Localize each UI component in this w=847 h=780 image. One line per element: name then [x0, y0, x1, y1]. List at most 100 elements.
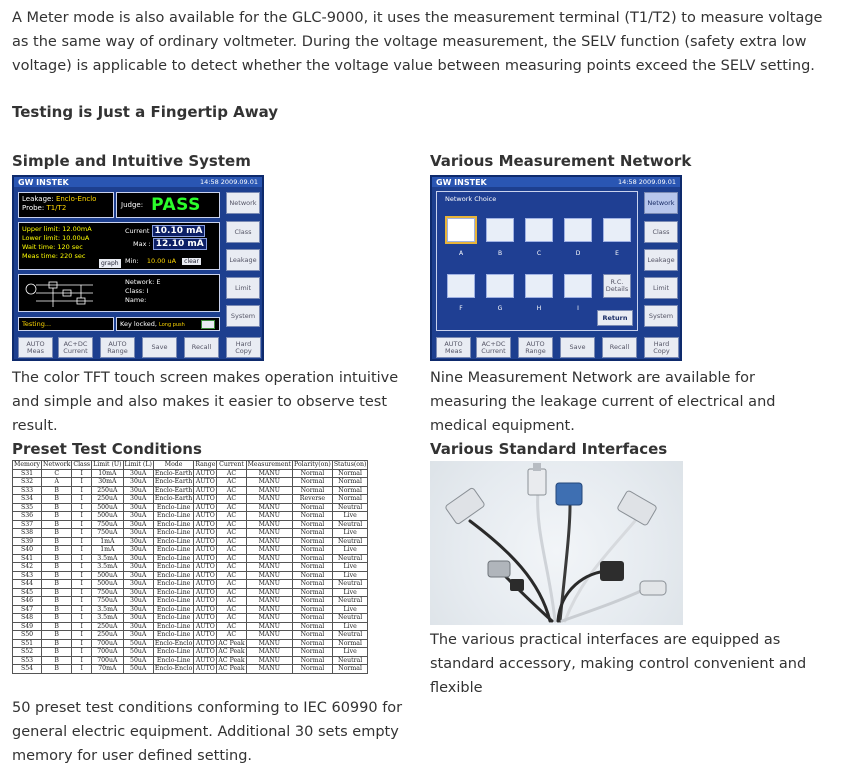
bottom-button-save[interactable]: Save	[560, 337, 595, 358]
table-cell: S47	[11, 604, 43, 614]
table-cell: S52	[11, 647, 43, 657]
network-panel: Network: E Class: I Name:	[18, 274, 220, 312]
lock-icon[interactable]	[201, 320, 215, 329]
side-button-limit[interactable]: Limit	[226, 277, 260, 299]
table-cell: B	[41, 664, 73, 674]
network-option-h[interactable]	[525, 274, 553, 298]
bottom-button-recall[interactable]: Recall	[184, 337, 219, 358]
table-cell: Neutral	[331, 630, 369, 640]
table-cell: AUTO	[193, 477, 218, 487]
table-cell: 3.5mA	[91, 562, 124, 572]
bottom-button-acdc-current[interactable]: AC+DC Current	[476, 337, 511, 358]
side-button-leakage[interactable]: Leakage	[644, 249, 678, 271]
table-cell: Normal	[292, 604, 333, 614]
table-cell: AC	[216, 494, 247, 504]
table-cell: 30uA	[122, 621, 154, 631]
table-cell: Neutral	[331, 553, 369, 563]
table-cell: S33	[11, 485, 43, 495]
side-button-system[interactable]: System	[226, 305, 260, 327]
table-cell: Enclo-Enclo	[152, 638, 195, 648]
heading-standard-interfaces: Various Standard Interfaces	[430, 440, 668, 458]
table-cell: I	[71, 604, 93, 614]
network-option-e[interactable]	[603, 218, 631, 242]
table-cell: Neutral	[331, 579, 369, 589]
side-button-limit[interactable]: Limit	[644, 277, 678, 299]
network-option-g[interactable]	[486, 274, 514, 298]
table-cell: Normal	[292, 638, 333, 648]
graph-button[interactable]: graph	[99, 259, 121, 268]
table-cell: AC	[216, 596, 247, 606]
network-label-c: C	[536, 250, 542, 257]
side-button-class[interactable]: Class	[644, 221, 678, 243]
table-cell: MANU	[245, 587, 294, 597]
rc-details-button[interactable]: R.C. Details	[603, 274, 631, 298]
bottom-button-hard-copy[interactable]: Hard Copy	[644, 337, 679, 358]
network-option-b[interactable]	[486, 218, 514, 242]
bottom-button-save[interactable]: Save	[142, 337, 177, 358]
clear-button[interactable]: clear	[182, 258, 201, 265]
table-cell: Normal	[292, 485, 333, 495]
table-cell: Normal	[331, 638, 369, 648]
table-cell: AC	[216, 519, 247, 529]
table-cell: 30uA	[122, 630, 154, 640]
table-cell: I	[71, 570, 93, 580]
network-choice-panel: Network Choice A B C D E R.C. Details F …	[436, 191, 638, 331]
network-option-i[interactable]	[564, 274, 592, 298]
side-button-class[interactable]: Class	[226, 221, 260, 243]
table-cell: B	[41, 545, 73, 555]
table-cell: Enclo-Line	[152, 604, 195, 614]
table-cell: MANU	[245, 519, 294, 529]
return-button[interactable]: Return	[597, 310, 633, 326]
limits-panel: Upper limit: 12.00mA Lower limit: 10.00u…	[18, 222, 220, 270]
table-cell: 30uA	[122, 613, 154, 623]
table-cell: S35	[11, 502, 43, 512]
bottom-button-auto-range[interactable]: AUTO Range	[518, 337, 553, 358]
table-cell: I	[71, 536, 93, 546]
bottom-button-recall[interactable]: Recall	[602, 337, 637, 358]
table-cell: Live	[331, 587, 369, 597]
table-cell: AC	[216, 621, 247, 631]
table-cell: Neutral	[331, 536, 369, 546]
min-label: Min:	[125, 257, 139, 265]
table-cell: AUTO	[193, 630, 218, 640]
table-cell: B	[41, 630, 73, 640]
column-header: Polarity(on)	[292, 460, 333, 470]
bottom-button-auto-range[interactable]: AUTO Range	[100, 337, 135, 358]
table-cell: Normal	[292, 587, 333, 597]
table-cell: S34	[11, 494, 43, 504]
table-cell: I	[71, 638, 93, 648]
network-option-a[interactable]	[445, 216, 477, 244]
table-cell: Normal	[292, 502, 333, 512]
table-cell: S40	[11, 545, 43, 555]
table-cell: S43	[11, 570, 43, 580]
side-button-leakage[interactable]: Leakage	[226, 249, 260, 271]
table-cell: 30uA	[122, 536, 154, 546]
side-button-network[interactable]: Network	[644, 192, 678, 214]
table-cell: I	[71, 468, 93, 478]
network-option-f[interactable]	[447, 274, 475, 298]
table-cell: I	[71, 647, 93, 657]
network-option-c[interactable]	[525, 218, 553, 242]
network-label-a: A	[458, 250, 464, 257]
bottom-button-auto-meas[interactable]: AUTO Meas	[436, 337, 471, 358]
table-cell: B	[41, 570, 73, 580]
bottom-button-hard-copy[interactable]: Hard Copy	[226, 337, 261, 358]
table-cell: I	[71, 545, 93, 555]
bottom-button-acdc-current[interactable]: AC+DC Current	[58, 337, 93, 358]
table-cell: 70mA	[91, 664, 124, 674]
table-cell: Normal	[292, 596, 333, 606]
side-button-system[interactable]: System	[644, 305, 678, 327]
table-cell: I	[71, 587, 93, 597]
side-button-network[interactable]: Network	[226, 192, 260, 214]
device-screen-measurement: GW INSTEK 14:58 2009.09.01 Leakage: Encl…	[12, 175, 264, 361]
bottom-button-auto-meas[interactable]: AUTO Meas	[18, 337, 53, 358]
network-option-d[interactable]	[564, 218, 592, 242]
table-cell: 1mA	[91, 536, 124, 546]
network-label: Network: E	[125, 278, 161, 286]
table-cell: 30uA	[122, 570, 154, 580]
